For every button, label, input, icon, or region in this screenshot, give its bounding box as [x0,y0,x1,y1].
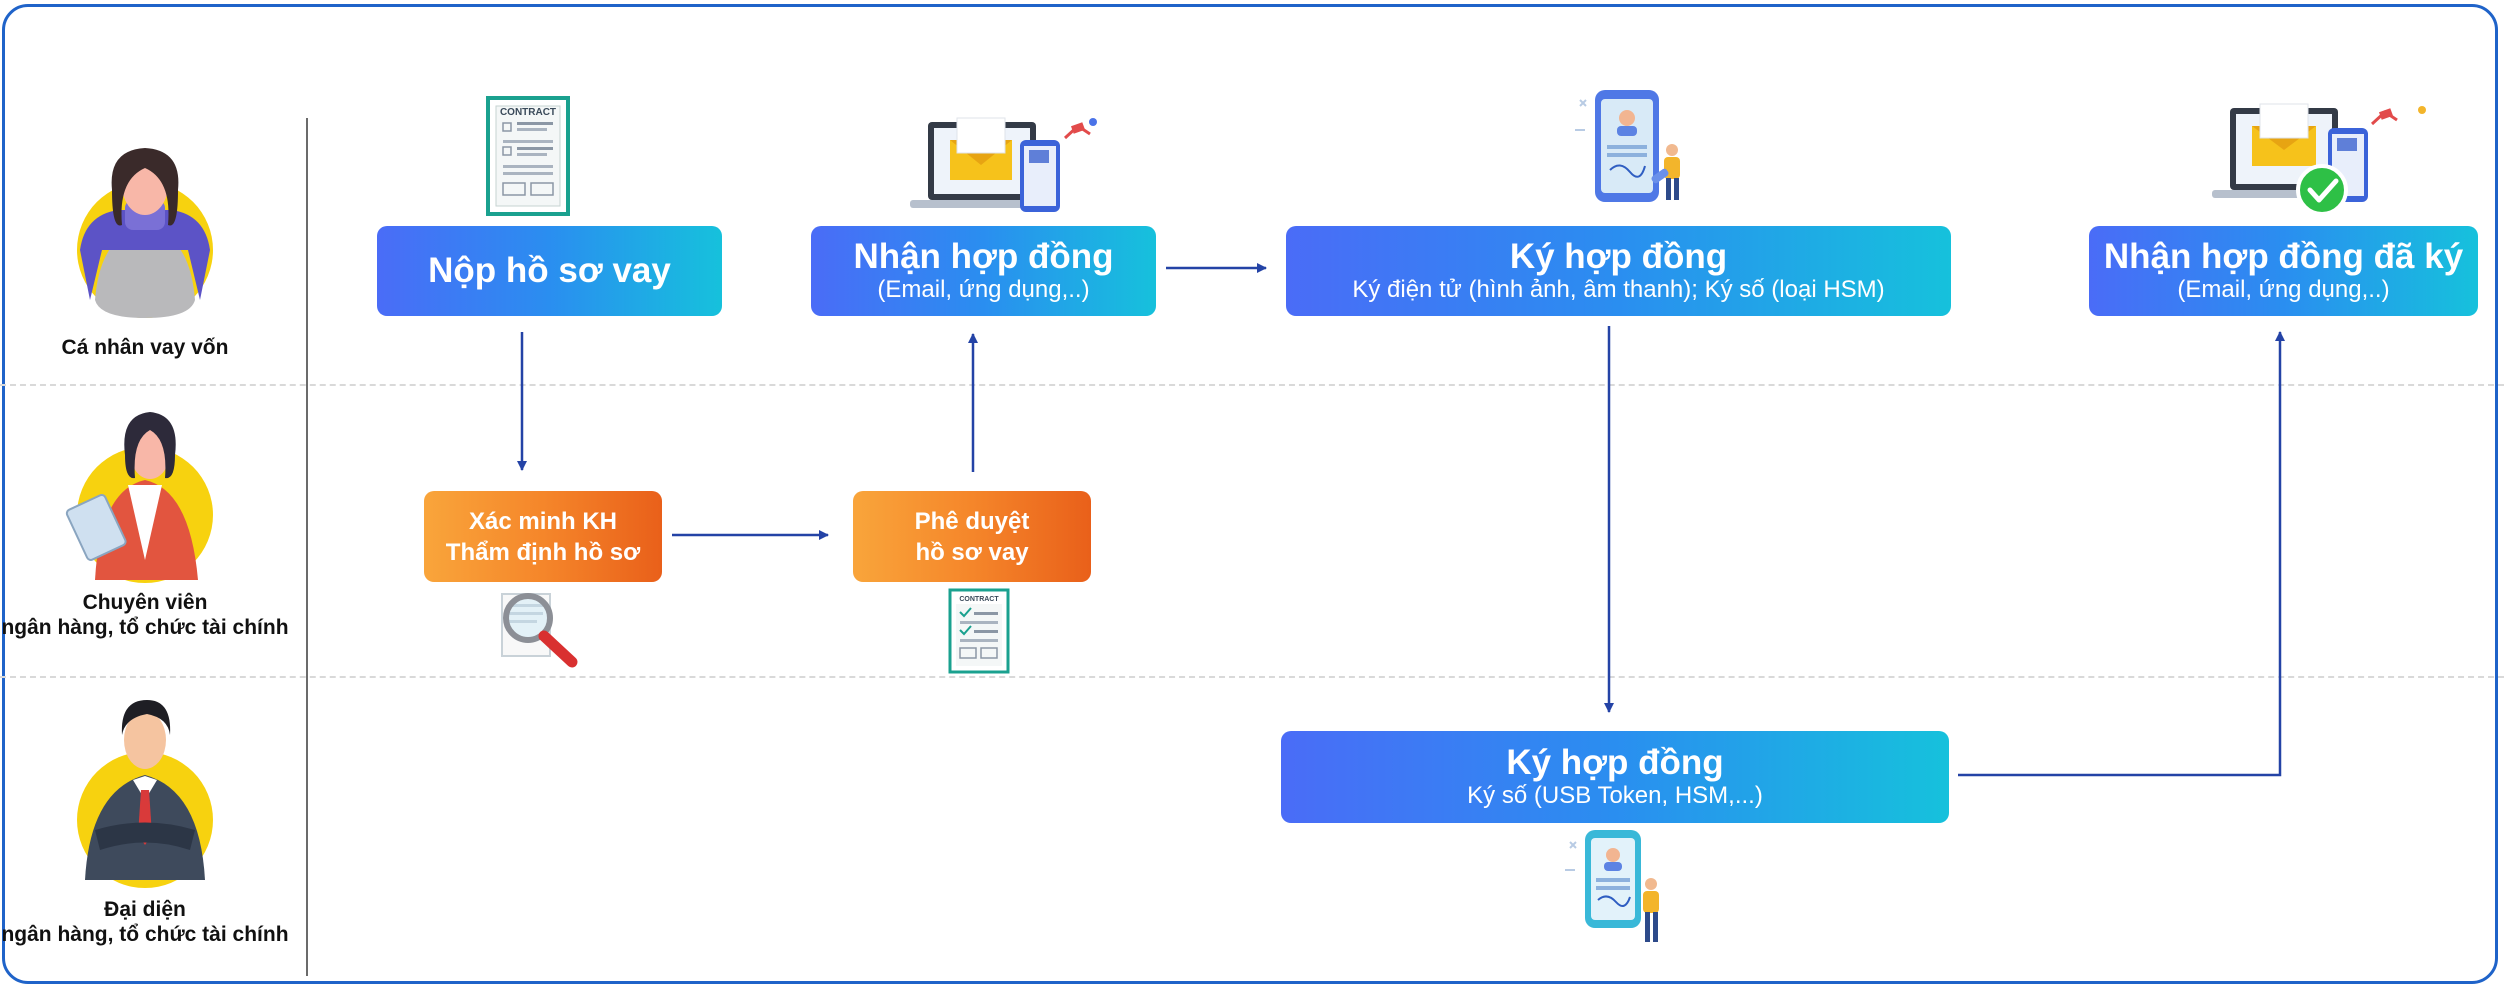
arrow-bank-sign-to-receive-signed [1958,331,2285,777]
approved-contract-icon [948,588,1010,674]
phone-signing-icon [1575,90,1680,202]
contract-icon [486,96,570,216]
step-title: Nhận hợp đồng đã ký [2103,237,2464,276]
actor-label-borrower: Cá nhân vay vốn [61,336,229,359]
step-submit-application: Nộp hồ sơ vay [377,226,722,316]
step-bank-sign: Ký hợp đồng Ký số (USB Token, HSM,...) [1281,731,1949,823]
step-title: Nộp hồ sơ vay [428,251,671,290]
actor-label-representative: Đại diện ngân hàng, tổ chức tài chính [1,898,289,946]
step-subtitle: Ký điện tử (hình ảnh, âm thanh); Ký số (… [1352,276,1885,303]
representative-avatar [77,700,213,888]
step-customer-sign: Ký hợp đồng Ký điện tử (hình ảnh, âm tha… [1286,226,1951,316]
actor-label-officer: Chuyên viên ngân hàng, tổ chức tài chính [1,591,289,639]
step-approve-application: Phê duyệt hồ sơ vay [853,491,1091,582]
approved-contract-icon-label: CONTRACT [959,596,999,603]
step-subtitle: Ký số (USB Token, HSM,...) [1467,782,1763,809]
laptop-email-icon [910,117,1097,212]
contract-icon-label: CONTRACT [500,107,556,118]
step-title: Ký hợp đồng [1509,237,1728,276]
flow-arrows [517,263,2285,777]
lane-label-divider [306,118,308,976]
borrower-avatar [77,148,213,318]
step-receive-signed-contract: Nhận hợp đồng đã ký (Email, ứng dụng,..) [2089,226,2478,316]
phone-signing-icon-bottom [1565,830,1659,942]
step-subtitle: (Email, ứng dụng,..) [2177,276,2390,303]
lane-divider-1 [0,384,2504,386]
officer-avatar [65,412,213,583]
magnifier-document-icon [501,593,578,668]
step-subtitle: (Email, ứng dụng,..) [877,276,1090,303]
diagram-frame [2,4,2498,984]
lane-divider-2 [0,676,2504,678]
step-receive-contract: Nhận hợp đồng (Email, ứng dụng,..) [811,226,1156,316]
step-title: Ký hợp đồng [1506,743,1724,782]
step-verify-customer: Xác minh KH Thẩm định hồ sơ [424,491,662,582]
step-title: Nhận hợp đồng [853,237,1114,276]
laptop-email-check-icon [2212,103,2426,216]
